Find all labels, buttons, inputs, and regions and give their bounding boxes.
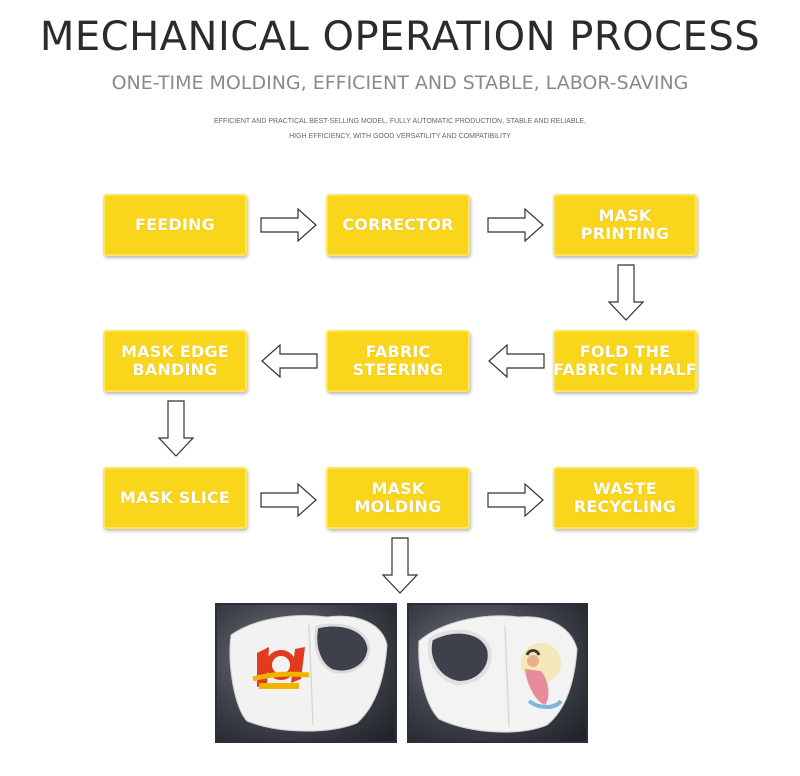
arrow-left-icon [488,344,545,378]
step-mask-slice: MASK SLICE [103,467,247,529]
step-fold-fabric-in-half: FOLD THE FABRIC IN HALF [553,330,697,392]
product-photo-mask-front [215,603,397,743]
arrow-right-icon [487,208,544,242]
description-line-2: HIGH EFFICIENCY, WITH GOOD VERSATILITY A… [289,133,511,140]
description-text: EFFICIENT AND PRACTICAL BEST-SELLING MOD… [0,114,800,144]
page-title: MECHANICAL OPERATION PROCESS [39,14,761,60]
mask-front-illustration [229,615,388,732]
step-mask-molding: MASK MOLDING [326,467,470,529]
description-line-1: EFFICIENT AND PRACTICAL BEST-SELLING MOD… [214,118,586,125]
arrow-right-icon [487,483,544,517]
step-mask-edge-banding: MASK EDGE BANDING [103,330,247,392]
arrow-right-icon [260,483,317,517]
arrow-right-icon [260,208,317,242]
page-subtitle: ONE-TIME MOLDING, EFFICIENT AND STABLE, … [111,72,689,94]
step-feeding: FEEDING [103,194,247,256]
step-waste-recycling: WASTE RECYCLING [553,467,697,529]
step-corrector: CORRECTOR [326,194,470,256]
arrow-left-icon [261,344,318,378]
printed-figure-icon [521,643,563,709]
printed-logo-icon [252,647,310,689]
product-photo-mask-side [407,603,588,743]
step-fabric-steering: FABRIC STEERING [326,330,470,392]
arrow-down-icon [608,264,644,321]
mask-side-illustration [418,615,578,733]
arrow-down-icon [382,537,418,594]
step-mask-printing: MASK PRINTING [553,194,697,256]
arrow-down-icon [158,400,194,457]
